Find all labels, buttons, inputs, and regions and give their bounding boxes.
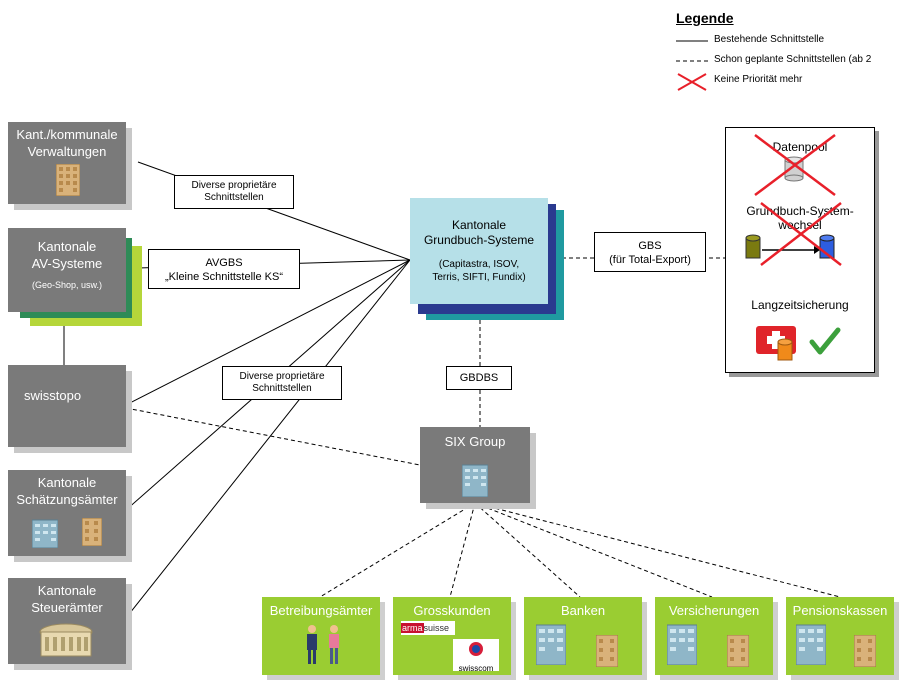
legend-existing: Bestehende Schnittstelle [714,34,825,45]
dashed-six-betreibung [319,502,476,598]
database-icon [745,234,761,259]
armasuisse-logo-a: arma [401,623,424,633]
box-kant-av-systeme: Kantonale AV-Systeme (Geo-Shop, usw.) [8,228,126,312]
box-kant-av-sub: (Geo-Shop, usw.) [31,280,103,290]
line-steuer-grundbuch [125,259,411,619]
box-six-group: SIX Group [420,427,530,503]
red-cross-icon [754,134,836,196]
grundbuch-title: Kantonale Grundbuch-Systeme [423,218,535,247]
swisscom-logo-text: swisscom [458,664,494,673]
betreibung-label: Betreibungsämter [269,603,373,618]
armasuisse-logo-b: suisse [423,623,450,633]
checkmark-icon [809,327,841,355]
box-grosskunden: Grosskunden armasuisse swisscom [393,597,511,675]
dashed-six-pensionskassen [474,502,841,598]
grundbuch-sub: (Capitastra, ISOV, Terris, SIFTI, Fundix… [432,259,526,283]
dashed-six-grosskunden [449,502,476,598]
box-schaetzungsaemter: Kantonale Schätzungsämter [8,470,126,556]
red-cross-icon [760,202,842,266]
box-pensionskassen: Pensionskassen [786,597,894,675]
office-building-icon [667,624,697,665]
box-versicherungen: Versicherungen [655,597,773,675]
building-icon [56,164,80,196]
label-gbs: GBS (für Total-Export) [594,232,706,272]
box-steueraemter: Kantonale Steuerämter [8,578,126,664]
pensionskassen-label: Pensionskassen [792,603,888,618]
versicherungen-label: Versicherungen [668,603,760,618]
dashed-six-banken [474,502,581,598]
office-building-icon [536,624,566,665]
legend-title: Legende [676,10,734,26]
box-banken: Banken [524,597,642,675]
line-swisstopo-grundbuch [125,259,411,406]
government-building-icon [39,623,93,657]
building-icon [82,518,102,546]
grosskunden-label: Grosskunden [413,603,491,618]
six-label: SIX Group [444,434,506,449]
box-schaetzung-label: Kantonale Schätzungsämter [16,475,118,507]
box-steuer-label: Kantonale Steuerämter [31,583,103,615]
swisscom-icon [469,642,483,656]
box-kant-verwaltungen-label: Kant./kommunale Verwaltungen [16,127,118,159]
box-swisstopo: swisstopo [8,365,126,447]
archive-panel: Datenpool Grundbuch-System- wechsel Lang… [725,127,875,373]
swiss-archive-icon [756,326,841,361]
office-building-icon [796,624,826,665]
label-gbdbs: GBDBS [446,366,512,390]
label-diverse-schnittstellen-1: Diverse proprietäre Schnittstellen [174,175,294,209]
box-grundbuch-systeme: Kantonale Grundbuch-Systeme (Capitastra,… [410,198,548,304]
building-icon [596,635,618,667]
red-cross-icon [677,73,707,91]
box-kant-verwaltungen: Kant./kommunale Verwaltungen [8,122,126,204]
database-icon [784,156,804,182]
armasuisse-logo: armasuisse [401,621,455,635]
box-betreibungsaemter: Betreibungsämter [262,597,380,675]
office-building-icon [462,464,488,497]
building-icon [727,635,749,667]
legend-no-priority: Keine Priorität mehr [714,74,803,85]
building-icon [854,635,876,667]
box-swisstopo-label: swisstopo [24,388,82,403]
legend-symbols [676,40,708,91]
dashed-swisstopo-six [125,407,421,466]
label-diverse-schnittstellen-2: Diverse proprietäre Schnittstellen [222,366,342,400]
box-kant-av-label: Kantonale AV-Systeme [31,239,103,271]
office-building-icon [32,519,58,548]
swisscom-logo: swisscom [453,639,499,673]
langzeit-label: Langzeitsicherung [751,298,849,312]
banken-label: Banken [560,603,606,618]
legend-planned: Schon geplante Schnittstellen (ab 2 [714,54,872,65]
dashed-six-versicherungen [474,502,713,598]
label-avgbs: AVGBS „Kleine Schnittstelle KS“ [148,249,300,289]
people-icon [307,625,339,664]
